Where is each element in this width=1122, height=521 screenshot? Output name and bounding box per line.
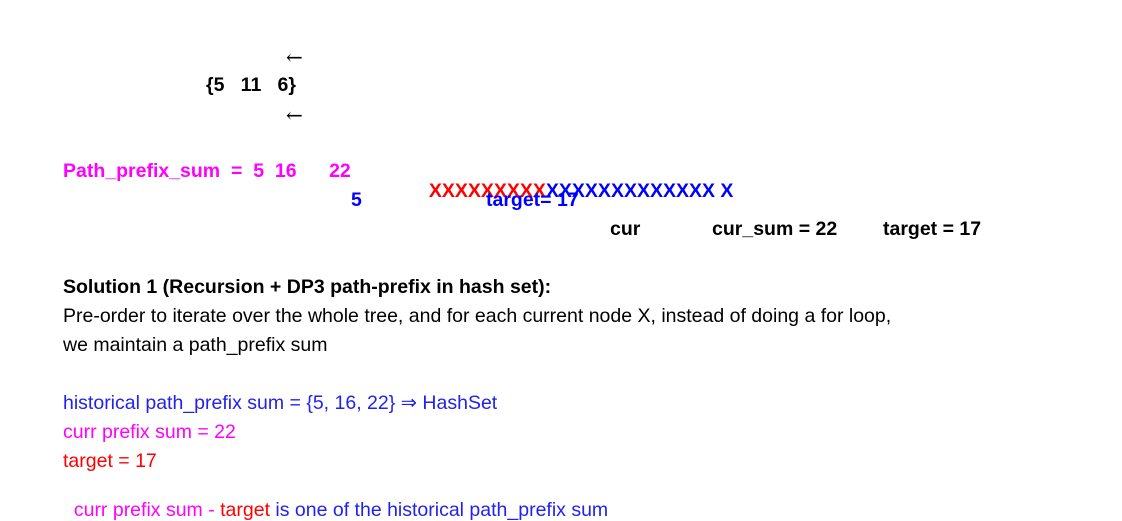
x-sequence-red: XXXXXXXXX: [428, 179, 546, 202]
set-literal: {5 11 6}: [206, 74, 296, 96]
x-sequence-blue: XXXXXXXXXXXXX X: [545, 179, 734, 202]
solution-heading: Solution 1 (Recursion + DP3 path-prefix …: [63, 276, 552, 298]
solution-line-1: Pre-order to iterate over the whole tree…: [63, 305, 892, 327]
curr-prefix-line: curr prefix sum = 22: [63, 421, 236, 443]
cur-sum-label: cur_sum = 22: [712, 218, 838, 240]
cur-label: cur: [610, 218, 641, 240]
left-arrow-top: ←: [286, 45, 303, 69]
path-prefix-sum-label: Path_prefix_sum = 5 16 22: [63, 160, 351, 182]
relation-target-part: target: [220, 498, 270, 521]
relation-rest-part: is one of the historical path_prefix sum: [270, 498, 609, 521]
left-arrow-bottom: ←: [286, 103, 303, 127]
solution-line-2: we maintain a path_prefix sum: [63, 334, 328, 356]
relation-curr-part: curr prefix sum -: [73, 498, 221, 521]
five-value: 5: [351, 189, 362, 211]
relation-line: curr prefix sum - target is one of the h…: [63, 481, 608, 520]
target-blue: target= 17: [486, 189, 579, 211]
target-line: target = 17: [63, 450, 157, 472]
historical-prefix-line: historical path_prefix sum = {5, 16, 22}…: [63, 392, 498, 414]
x-sequence: XXXXXXXXXXXXXXXXXXXXXX X: [418, 162, 734, 202]
target-black-label: target = 17: [883, 218, 982, 240]
